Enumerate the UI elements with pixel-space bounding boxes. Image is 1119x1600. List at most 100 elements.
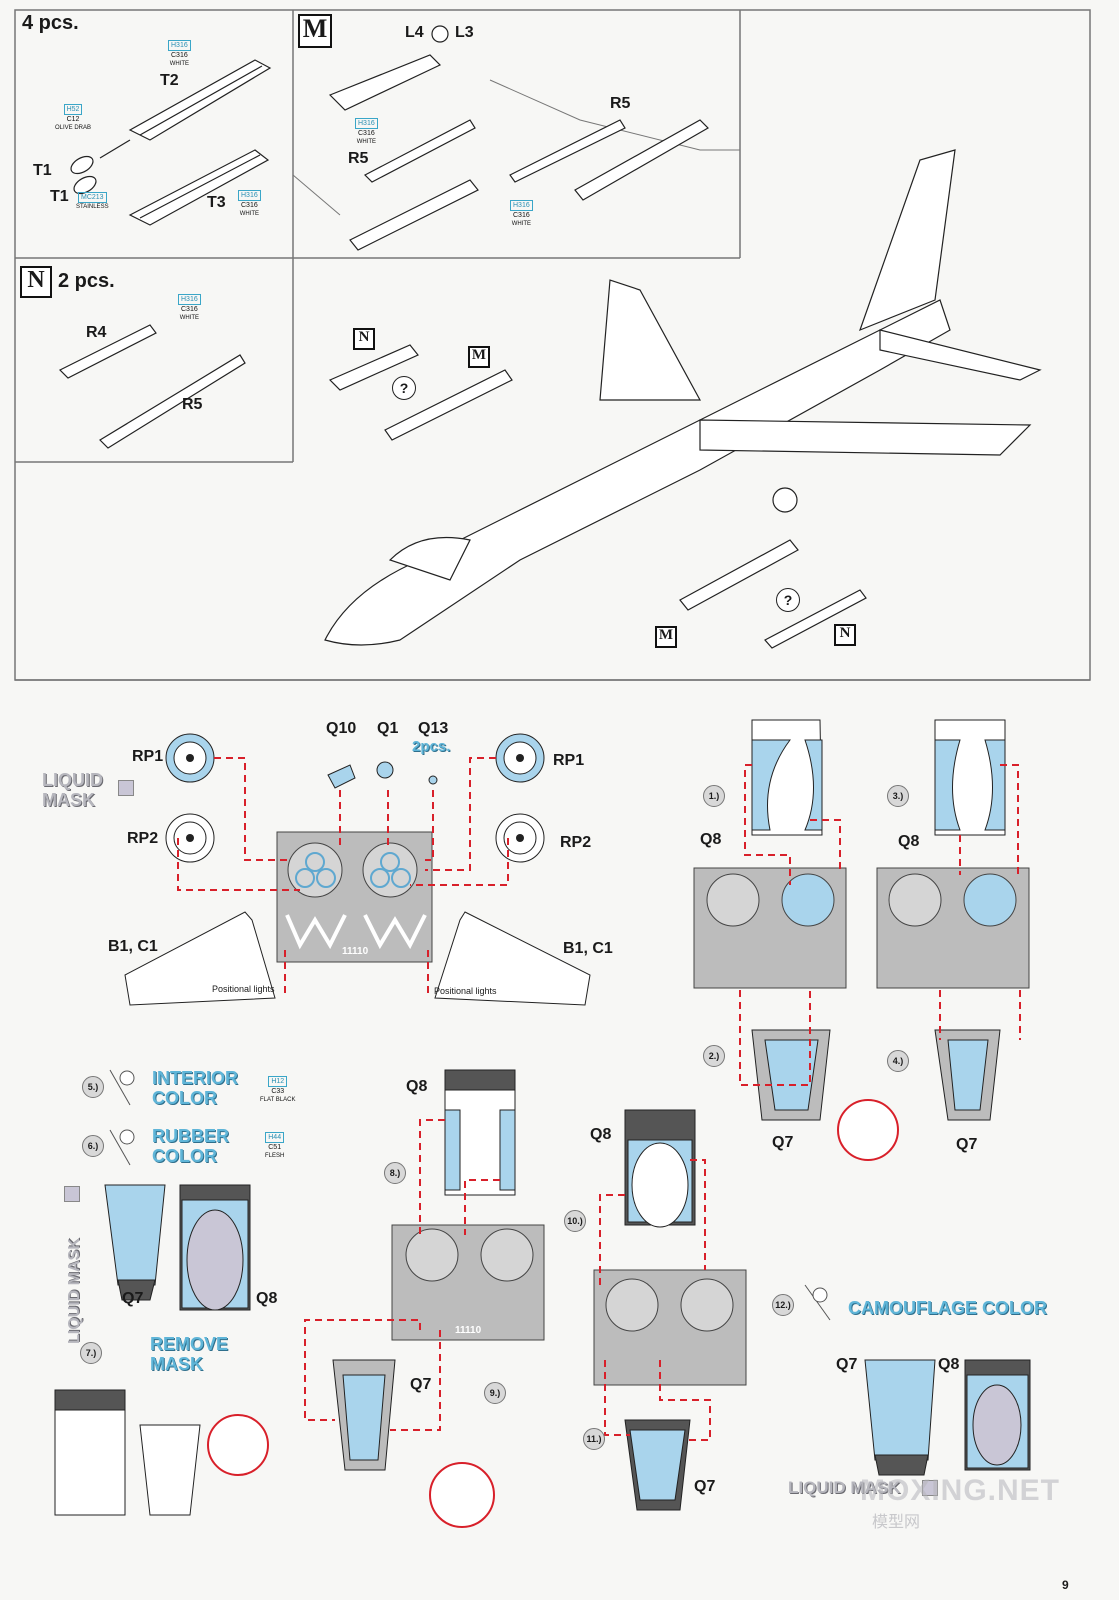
part-q13: Q13	[418, 720, 449, 737]
mask-sheet-step3	[876, 867, 1030, 989]
remove-mask-label: REMOVE MASK	[150, 1334, 229, 1374]
n-rail-drawing	[58, 324, 246, 449]
small-parts-q	[327, 761, 438, 789]
canopy-removed-q8	[54, 1389, 126, 1516]
label-q7-step11: Q7	[694, 1478, 716, 1495]
canopy-q8-step8	[444, 1069, 516, 1196]
t-missile-drawing	[70, 59, 272, 226]
step-9: 9.)	[484, 1382, 506, 1404]
label-q7-step9: Q7	[410, 1376, 432, 1393]
canopy-q7-camo	[864, 1359, 936, 1476]
positional-lights-right: Positional lights	[434, 986, 497, 996]
part-t1-b: T1	[50, 188, 69, 205]
label-q8-step12: Q8	[938, 1356, 960, 1373]
part-r5-b: R5	[610, 95, 631, 112]
step-5: 5.)	[82, 1076, 104, 1098]
part-b1c1-left: B1, C1	[108, 938, 158, 955]
label-q7-step12: Q7	[836, 1356, 858, 1373]
step-4: 4.)	[887, 1050, 909, 1072]
wing-right	[434, 911, 591, 1006]
part-rp1-right: RP1	[553, 752, 585, 769]
sheet-number-step8: 11110	[455, 1325, 482, 1336]
mask-sheet-center	[276, 831, 433, 963]
canopy-q7-blue	[104, 1184, 166, 1301]
step-6: 6.)	[82, 1135, 104, 1157]
canopy-removed-q7	[139, 1414, 269, 1516]
label-q8-step8: Q8	[406, 1078, 428, 1095]
canopy-q8-camo	[964, 1359, 1031, 1471]
label-q8-step1: Q8	[700, 831, 722, 848]
mask-sheet-step8	[391, 1224, 545, 1341]
part-r5-a: R5	[348, 150, 369, 167]
wheel-rp2-left	[165, 813, 215, 863]
liquid-mask-swatch	[118, 780, 134, 796]
canopy-q7-step4	[934, 1029, 1001, 1121]
step-8: 8.)	[384, 1162, 406, 1184]
wheel-rp1-right	[495, 733, 545, 783]
m-box-letter: M	[298, 14, 332, 48]
liquid-mask-label: LIQUID MASK	[42, 770, 103, 810]
aircraft-question-2: ?	[776, 588, 800, 612]
step-3: 3.)	[887, 785, 909, 807]
part-q10: Q10	[326, 720, 357, 737]
liquid-mask-swatch-bottom	[922, 1480, 938, 1496]
label-q8-step6: Q8	[256, 1290, 278, 1307]
canopy-q8-step1	[751, 719, 823, 836]
label-q8-step10: Q8	[590, 1126, 612, 1143]
liquid-mask-bottom: LIQUID MASK	[788, 1478, 901, 1497]
liquid-mask-swatch-v	[64, 1186, 80, 1202]
part-rp1-left: RP1	[132, 748, 164, 765]
brush-icon-step6	[109, 1129, 135, 1166]
part-b1c1-right: B1, C1	[563, 940, 613, 957]
part-t2: T2	[160, 72, 179, 89]
leader-lines-bottom-right	[599, 1159, 711, 1441]
aircraft-m-marker-2: M	[655, 626, 677, 648]
interior-color-label: INTERIOR COLOR	[152, 1068, 239, 1108]
positional-lights-left: Positional lights	[212, 984, 275, 994]
part-q1: Q1	[377, 720, 399, 737]
label-q7-step4: Q7	[956, 1136, 978, 1153]
label-q7-step6: Q7	[122, 1290, 144, 1307]
n-count-label: 2 pcs.	[58, 270, 115, 292]
m-rail-drawing	[328, 25, 709, 251]
leader-lines-bottom-middle	[304, 1119, 500, 1431]
n-box-letter: N	[20, 266, 52, 298]
part-t1-a: T1	[33, 162, 52, 179]
canopy-q8-blue	[179, 1184, 251, 1311]
step-7: 7.)	[80, 1342, 102, 1364]
liquid-mask-vertical: LIQUID MASK	[66, 1238, 83, 1344]
wheel-rp1-left	[165, 733, 215, 783]
leader-lines-right	[739, 764, 1021, 1086]
part-rp2-right: RP2	[560, 834, 592, 851]
label-q7-step2: Q7	[772, 1134, 794, 1151]
q13-count: 2pcs.	[412, 738, 451, 755]
sheet-number-center: 11110	[342, 946, 369, 957]
leader-lines-middle	[177, 757, 509, 995]
wheel-rp2-right	[495, 813, 545, 863]
step-2: 2.)	[703, 1045, 725, 1067]
part-l4: L4	[405, 24, 424, 41]
step-11: 11.)	[583, 1428, 605, 1450]
aircraft-drawing	[324, 149, 1042, 649]
watermark: MOXING.NET	[860, 1474, 1061, 1507]
part-t3: T3	[207, 194, 226, 211]
mask-sheet-step1	[693, 867, 847, 989]
part-rp2-left: RP2	[127, 830, 159, 847]
canopy-q8-step10	[624, 1109, 696, 1228]
t-count-label: 4 pcs.	[22, 12, 79, 34]
aircraft-n-marker-2: N	[834, 624, 856, 646]
brush-icon-step12	[804, 1284, 831, 1321]
part-r5-n: R5	[182, 396, 203, 413]
mask-sheet-step10	[593, 1269, 747, 1386]
aircraft-m-marker-1: M	[468, 346, 490, 368]
